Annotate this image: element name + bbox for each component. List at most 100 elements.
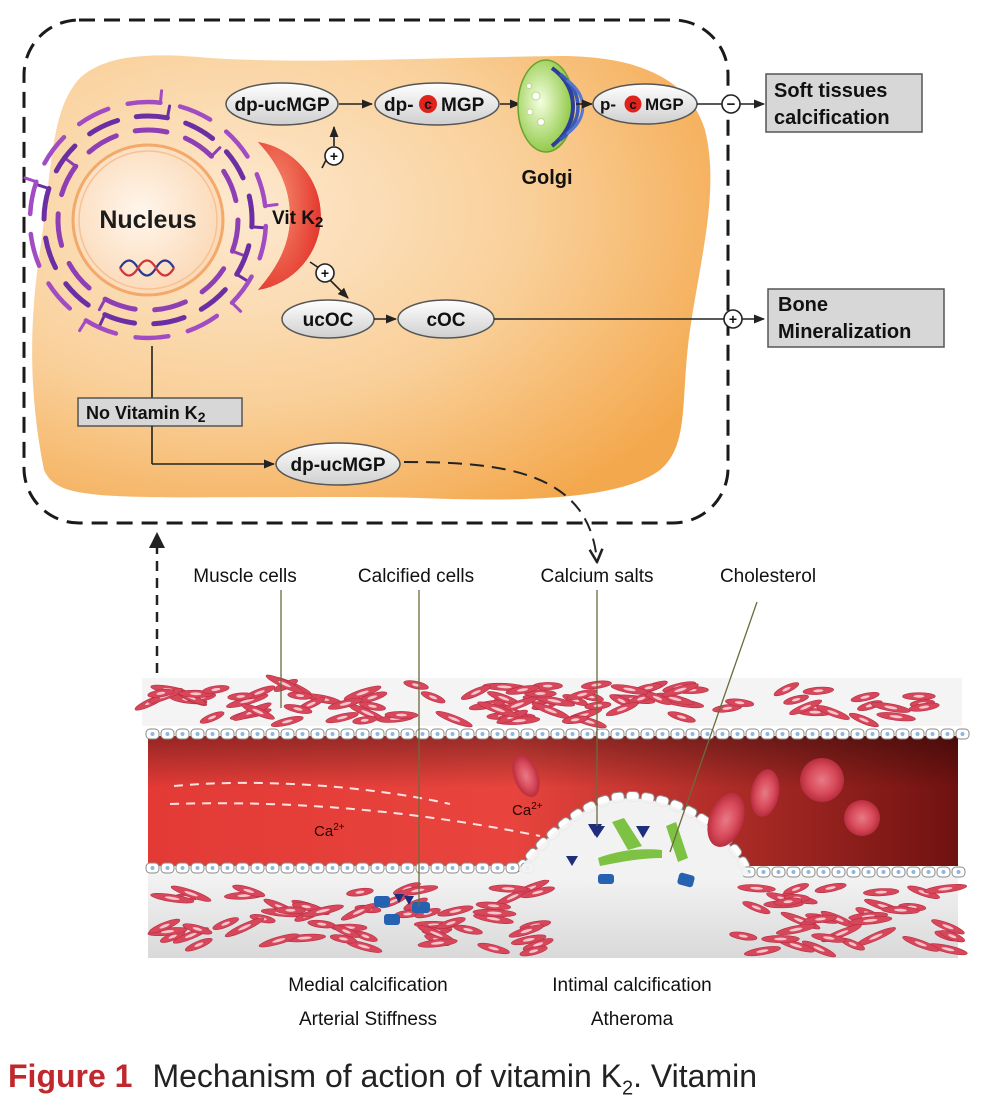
- muscle-nucleus: [192, 927, 203, 931]
- muscle-nucleus: [516, 688, 529, 692]
- flow-line: [173, 781, 451, 805]
- endothelial-nucleus: [285, 866, 290, 870]
- endothelial-nucleus: [675, 732, 680, 736]
- endothelial-nucleus: [195, 732, 200, 736]
- endothelial-nucleus: [720, 732, 725, 736]
- carboxyl-c-label: c: [424, 96, 432, 112]
- muscle-nucleus: [487, 911, 502, 915]
- endothelial-nucleus: [840, 732, 845, 736]
- red-blood-cell-icon: [707, 793, 745, 847]
- muscle-nucleus: [281, 719, 293, 724]
- er-segment: [53, 143, 78, 174]
- dp-ucmgp-oval: [225, 82, 339, 126]
- muscle-nucleus: [813, 946, 825, 952]
- muscle-nucleus: [352, 908, 365, 915]
- er-segment: [133, 113, 170, 121]
- red-blood-cell-icon: [844, 800, 880, 836]
- top-muscle-cells: [134, 674, 940, 729]
- muscle-nucleus: [184, 891, 198, 897]
- muscle-nucleus: [356, 690, 369, 696]
- muscle-nucleus: [336, 715, 348, 720]
- endothelial-nucleus: [960, 732, 965, 736]
- endothelial-nucleus: [165, 866, 170, 870]
- endothelial-nucleus: [495, 732, 500, 736]
- plus-sign-icon: [324, 146, 344, 166]
- muscle-nucleus: [185, 932, 197, 939]
- calcium-salt-pointer-icon: [589, 826, 605, 838]
- muscle-nucleus: [533, 942, 544, 947]
- muscle-nucleus: [942, 924, 954, 930]
- muscle-cells-label: Muscle cells: [193, 566, 296, 587]
- muscle-nucleus: [237, 894, 251, 898]
- muscle-nucleus: [674, 687, 687, 693]
- muscle-nucleus: [190, 692, 202, 696]
- muscle-nucleus: [238, 924, 251, 931]
- endothelial-nucleus: [836, 870, 841, 874]
- muscle-nucleus: [532, 890, 544, 895]
- er-branch: [210, 146, 222, 158]
- endothelial-nucleus: [780, 732, 785, 736]
- er-segment: [132, 127, 170, 135]
- er-branch: [158, 89, 164, 105]
- muscle-nucleus: [783, 900, 793, 904]
- endothelial-nucleus: [956, 870, 961, 874]
- soft-tissue-line1: Soft tissues: [774, 80, 887, 102]
- nucleus-inner-ring: [78, 150, 218, 290]
- endothelial-nucleus: [806, 870, 811, 874]
- muscle-nucleus: [520, 928, 533, 934]
- muscle-nucleus: [243, 888, 255, 893]
- carboxyl-c-label: c: [629, 97, 636, 112]
- muscle-nucleus: [471, 690, 481, 695]
- endothelial-nucleus: [930, 732, 935, 736]
- coc-label: cOC: [426, 310, 465, 331]
- endothelial-nucleus: [195, 866, 200, 870]
- muscle-nucleus: [293, 707, 303, 711]
- endothelial-nucleus: [240, 732, 245, 736]
- muscle-nucleus: [858, 717, 869, 723]
- muscle-nucleus: [863, 918, 878, 923]
- carboxyl-c-icon: [624, 95, 642, 113]
- muscle-nucleus: [825, 886, 836, 890]
- endothelial-nucleus: [375, 866, 380, 870]
- endothelial-nucleus: [435, 866, 440, 870]
- muscle-nucleus: [221, 921, 231, 926]
- calcium-salts-label: Calcium salts: [541, 566, 654, 587]
- muscle-nucleus: [272, 938, 286, 943]
- muscle-nucleus: [616, 706, 628, 712]
- endothelial-nucleus: [270, 866, 275, 870]
- soft-tissue-line2: calcification: [774, 107, 890, 129]
- muscle-nucleus: [423, 911, 432, 915]
- medial-calcification-label: Medial calcification: [288, 975, 447, 996]
- bone-line1: Bone: [778, 294, 828, 316]
- er-segment: [199, 266, 227, 295]
- endothelial-nucleus: [600, 732, 605, 736]
- muscle-nucleus: [542, 684, 553, 688]
- muscle-nucleus: [156, 691, 166, 695]
- muscle-nucleus: [236, 695, 245, 698]
- muscle-nucleus: [668, 696, 682, 701]
- up-arrowhead-icon: [149, 532, 165, 548]
- endothelial-nucleus: [210, 732, 215, 736]
- muscle-nucleus: [869, 933, 883, 940]
- muscle-nucleus: [431, 941, 445, 945]
- dashed-arrow-to-vessel: [403, 461, 597, 562]
- endothelial-nucleus: [150, 732, 155, 736]
- bottom-muscle-cells: [147, 879, 968, 958]
- endothelial-nucleus: [330, 732, 335, 736]
- golgi-label: Golgi: [521, 167, 572, 189]
- caption-subscript: 2: [622, 1077, 634, 1096]
- endothelial-nucleus: [735, 732, 740, 736]
- red-blood-cell-icon: [512, 754, 540, 798]
- er-segment: [43, 235, 58, 271]
- muscle-nucleus: [396, 713, 407, 717]
- muscle-nucleus: [367, 695, 378, 700]
- muscle-nucleus: [342, 929, 351, 934]
- endothelial-nucleus: [345, 732, 350, 736]
- calcium-salt-icon: [636, 826, 650, 838]
- calcified-cell-icon: [374, 896, 390, 907]
- endothelial-nucleus: [900, 732, 905, 736]
- dp-cmgp-prefix: dp-: [384, 95, 414, 116]
- muscle-nucleus: [617, 698, 626, 703]
- muscle-nucleus: [535, 692, 546, 695]
- muscle-nucleus: [338, 937, 348, 941]
